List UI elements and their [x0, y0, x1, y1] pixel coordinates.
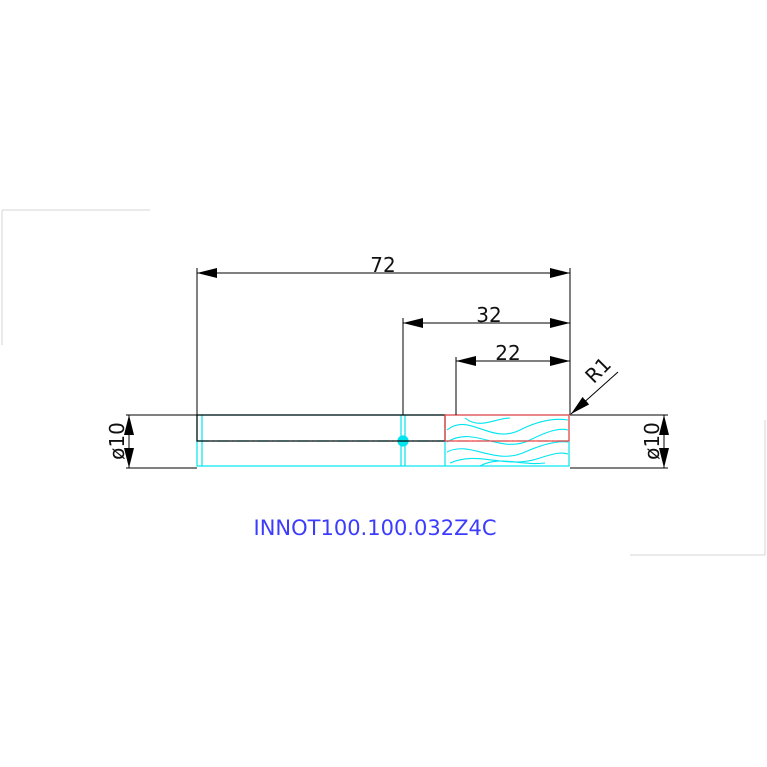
part-number: INNOT100.100.032Z4C: [254, 516, 497, 540]
dim-overall-length: 72: [370, 253, 395, 277]
dim-cut-length: 32: [476, 303, 501, 327]
frame-lines: [1, 209, 766, 556]
extension-lines: [126, 268, 668, 469]
radius-leader: [570, 371, 619, 415]
dim-corner-radius: R1: [580, 352, 616, 388]
dim-cut-diameter: ø10: [640, 422, 664, 460]
dimension-lines: [124, 268, 669, 468]
upper-half-outline: [196, 414, 446, 442]
dim-shank-diameter: ø10: [105, 422, 129, 460]
flutes: [446, 417, 569, 467]
cut-region-outline: [444, 414, 570, 442]
dim-flute-length: 22: [495, 341, 520, 365]
